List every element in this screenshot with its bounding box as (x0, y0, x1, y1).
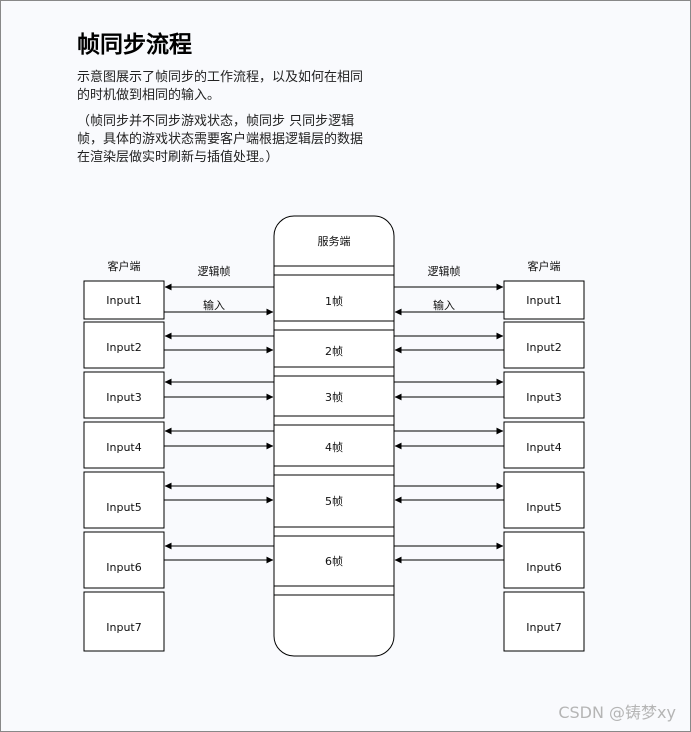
right-input-label: Input4 (526, 441, 561, 454)
right-input-label: Input2 (526, 341, 561, 354)
server-box (273, 215, 395, 657)
server-frame-label: 3帧 (325, 390, 343, 404)
right-input-label: Input6 (526, 561, 561, 574)
left-input-label: Input6 (106, 561, 141, 574)
left-input-label: Input7 (106, 621, 141, 634)
right-client-inputs: Input1 Input2 Input3 Input4 Input5 Input… (526, 294, 561, 634)
watermark: CSDN @铸梦xy (558, 703, 676, 722)
server-frame-label: 6帧 (325, 554, 343, 568)
server-frame-separators (274, 265, 394, 596)
right-client-label: 客户端 (528, 259, 561, 273)
left-client-column (83, 280, 165, 652)
right-input-label: Input1 (526, 294, 561, 307)
right-input-label: Input3 (526, 391, 561, 404)
left-input-label: Input2 (106, 341, 141, 354)
left-client-inputs: Input1 Input2 Input3 Input4 Input5 Input… (106, 294, 141, 634)
arrows (164, 283, 504, 564)
page-title: 帧同步流程 (77, 32, 192, 58)
note-text: （帧同步并不同步游戏状态，帧同步 只同步逻辑帧，具体的游戏状态需要客户端根据逻辑… (77, 114, 364, 165)
server-frame-label: 5帧 (325, 494, 343, 508)
right-client-column (503, 280, 585, 652)
left-input-arrow-label: 输入 (203, 298, 225, 312)
left-input-label: Input4 (106, 441, 141, 454)
left-client-label: 客户端 (108, 259, 141, 273)
right-input-label: Input5 (526, 501, 561, 514)
server-frame-label: 1帧 (325, 294, 343, 308)
server-frame-label: 2帧 (325, 344, 343, 358)
left-input-label: Input5 (106, 501, 141, 514)
left-input-label: Input3 (106, 391, 141, 404)
right-logic-frame-label: 逻辑帧 (428, 264, 461, 278)
description-text: 示意图展示了帧同步的工作流程，以及如何在相同的时机做到相同的输入。 (77, 70, 364, 103)
right-input-label: Input7 (526, 621, 561, 634)
left-input-label: Input1 (106, 294, 141, 307)
right-input-arrow-label: 输入 (433, 298, 455, 312)
server-label: 服务端 (318, 235, 351, 248)
server-frame-label: 4帧 (325, 440, 343, 454)
left-logic-frame-label: 逻辑帧 (198, 264, 231, 278)
